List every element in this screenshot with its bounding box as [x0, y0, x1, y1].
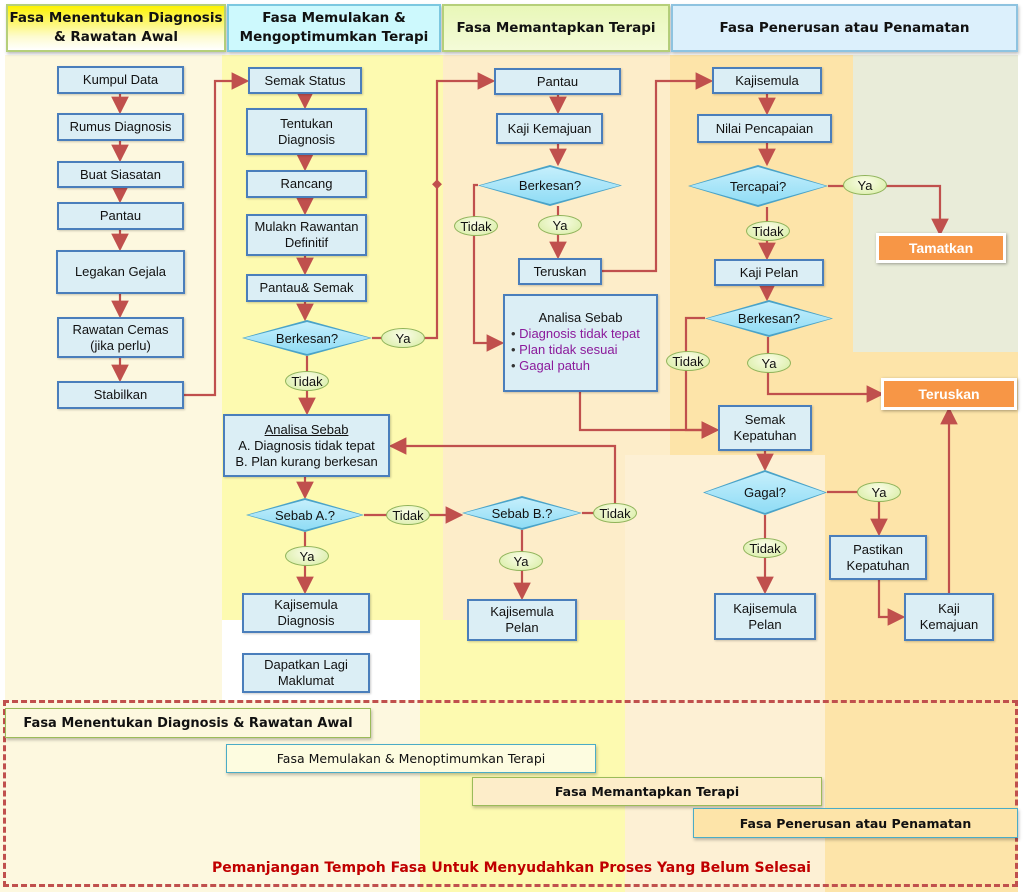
box-teruskan-3[interactable]: Teruskan: [518, 258, 602, 285]
box-teruskan-4[interactable]: Teruskan: [881, 378, 1017, 410]
header-phase2: Fasa Memulakan & Mengoptimumkan Terapi: [227, 4, 441, 52]
analisa-item: • Plan tidak sesuai: [511, 342, 618, 357]
analisa-item-a: A. Diagnosis tidak tepat: [238, 437, 375, 453]
analisa-item-text: Plan tidak sesuai: [519, 342, 618, 357]
label-tidak: Tidak: [746, 221, 790, 241]
box-pantau-semak[interactable]: Pantau& Semak: [246, 274, 367, 302]
box-nilai-pencapaian[interactable]: Nilai Pencapaian: [697, 114, 832, 143]
analisa-item-text: Gagal patuh: [519, 358, 591, 373]
arrow: [578, 392, 720, 439]
label-ya: Ya: [538, 215, 582, 235]
label-ya: Ya: [747, 353, 791, 373]
timeline-bar-phase2: Fasa Memulakan & Menoptimumkan Terapi: [226, 744, 596, 773]
analisa-item: • Diagnosis tidak tepat: [511, 326, 640, 341]
box-semak-status[interactable]: Semak Status: [248, 67, 362, 94]
box-tentukan-diagnosis[interactable]: Tentukan Diagnosis: [246, 108, 367, 155]
box-tamatkan[interactable]: Tamatkan: [876, 233, 1006, 263]
box-analisa-sebab-3[interactable]: Analisa Sebab • Diagnosis tidak tepat • …: [503, 294, 658, 392]
box-kaji-kemajuan-4[interactable]: Kaji Kemajuan: [904, 593, 994, 641]
box-kajisemula-4[interactable]: Kajisemula: [712, 67, 822, 94]
label-ya: Ya: [843, 175, 887, 195]
bottom-bg-4: [825, 700, 1018, 892]
timeline-bar-phase3: Fasa Memantapkan Terapi: [472, 777, 822, 806]
label-tidak: Tidak: [743, 538, 787, 558]
arrow: [184, 72, 250, 397]
analisa-title: Analisa Sebab: [264, 421, 349, 437]
timeline-bar-phase1: Fasa Menentukan Diagnosis & Rawatan Awal: [5, 708, 371, 738]
analisa-item: • Gagal patuh: [511, 358, 591, 373]
arrow: [472, 183, 505, 352]
analisa-title: Analisa Sebab: [538, 310, 623, 325]
timeline-frame: [3, 700, 1018, 887]
box-kaji-pelan[interactable]: Kaji Pelan: [714, 259, 824, 286]
label-tidak: Tidak: [454, 216, 498, 236]
box-dapatkan-maklumat[interactable]: Dapatkan Lagi Maklumat: [242, 653, 370, 693]
box-legakan-gejala[interactable]: Legakan Gejala: [56, 250, 185, 294]
junction-diamond: [432, 179, 442, 190]
box-rawatan-cemas[interactable]: Rawatan Cemas (jika perlu): [57, 317, 184, 358]
box-mulakan-rawatan[interactable]: Mulakn Rawantan Definitif: [246, 214, 367, 256]
arrow: [877, 580, 906, 626]
label-ya: Ya: [285, 546, 329, 566]
box-pantau-3[interactable]: Pantau: [494, 68, 621, 95]
label-tidak: Tidak: [593, 503, 637, 523]
box-analisa-sebab-2[interactable]: Analisa Sebab A. Diagnosis tidak tepat B…: [223, 414, 390, 477]
header-phase3: Fasa Memantapkan Terapi: [442, 4, 670, 52]
box-rancang[interactable]: Rancang: [246, 170, 367, 198]
label-tidak: Tidak: [666, 351, 710, 371]
box-kumpul-data[interactable]: Kumpul Data: [57, 66, 184, 94]
box-kaji-kemajuan-3[interactable]: Kaji Kemajuan: [496, 113, 603, 144]
box-pantau[interactable]: Pantau: [57, 202, 184, 230]
timeline-bar-phase4: Fasa Penerusan atau Penamatan: [693, 808, 1018, 838]
label-tidak: Tidak: [386, 505, 430, 525]
analisa-item-b: B. Plan kurang berkesan: [235, 453, 378, 469]
lane-end-lower-bg: [825, 352, 1018, 700]
box-kajisemula-pelan-2[interactable]: Kajisemula Pelan: [467, 599, 577, 641]
lane-end-bg: [853, 55, 1018, 352]
box-buat-siasatan[interactable]: Buat Siasatan: [57, 161, 184, 188]
box-rumus-diagnosis[interactable]: Rumus Diagnosis: [57, 113, 184, 141]
header-phase4: Fasa Penerusan atau Penamatan: [671, 4, 1018, 52]
arrow: [602, 72, 714, 273]
analisa-item-text: Diagnosis tidak tepat: [519, 326, 640, 341]
box-kajisemula-pelan-4[interactable]: Kajisemula Pelan: [714, 593, 816, 640]
label-ya: Ya: [499, 551, 543, 571]
label-tidak: Tidak: [285, 371, 329, 391]
box-kajisemula-diagnosis[interactable]: Kajisemula Diagnosis: [242, 593, 370, 633]
arrow: [828, 184, 949, 237]
label-ya: Ya: [381, 328, 425, 348]
label-ya: Ya: [857, 482, 901, 502]
header-phase1: Fasa Menentukan Diagnosis & Rawatan Awal: [6, 4, 226, 52]
box-stabilkan[interactable]: Stabilkan: [57, 381, 184, 409]
box-pastikan-kepatuhan[interactable]: Pastikan Kepatuhan: [829, 535, 927, 580]
timeline-caption: Pemanjangan Tempoh Fasa Untuk Menyudahka…: [212, 860, 811, 876]
box-semak-kepatuhan[interactable]: Semak Kepatuhan: [718, 405, 812, 451]
arrow: [684, 316, 720, 439]
